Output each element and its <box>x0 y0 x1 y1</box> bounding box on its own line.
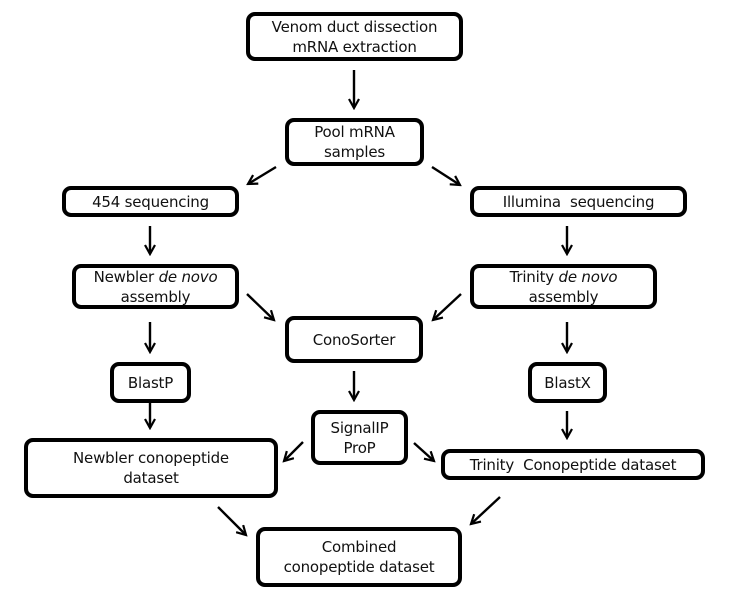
node-label-line1: Trinity de novo <box>510 267 618 287</box>
node-blastp: BlastP <box>110 362 191 403</box>
node-label-line1: Venom duct dissection <box>271 17 438 36</box>
node-pool-mrna-samples: Pool mRNA samples <box>285 118 424 166</box>
arrow-signalip-to-newbler-dataset <box>284 441 304 461</box>
node-label-line1: Illumina sequencing <box>502 192 655 211</box>
arrow-trinity-to-conosorter <box>433 293 462 320</box>
arrow-signalip-to-trinity-dataset <box>413 442 434 461</box>
node-label-line2: conopeptide dataset <box>283 558 435 576</box>
node-trinity-conopeptide-dataset: Trinity Conopeptide dataset <box>441 449 705 480</box>
node-label-line1: Combined <box>321 538 397 556</box>
node-illumina-sequencing: Illumina sequencing <box>470 186 687 217</box>
arrow-newbler-dataset-to-combined <box>217 506 246 535</box>
node-label-line1: ConoSorter <box>312 330 396 349</box>
arrow-newbler-to-conosorter <box>246 293 274 320</box>
node-label-line2: ProP <box>343 438 376 457</box>
node-label-line2: dataset <box>123 469 179 487</box>
node-label-normal: Newbler <box>93 267 159 286</box>
node-label-line2: mRNA extraction <box>292 37 417 56</box>
node-combined-conopeptide-dataset: Combined conopeptide dataset <box>256 527 462 587</box>
arrow-pool-to-454 <box>248 165 277 184</box>
node-label-line1: Pool mRNA <box>314 123 395 141</box>
node-conosorter: ConoSorter <box>285 316 423 363</box>
node-label-line1: SignalIP <box>330 418 389 437</box>
node-label-line1: Newbler conopeptide <box>73 449 229 467</box>
node-label-italic: de novo <box>558 267 618 286</box>
arrow-pool-to-illumina <box>431 165 460 185</box>
node-label-line1: 454 sequencing <box>92 192 209 211</box>
arrow-trinity-dataset-to-combined <box>471 496 501 524</box>
node-label-line2: assembly <box>120 287 191 306</box>
node-label-line1: BlastP <box>127 373 174 392</box>
node-label-line2: samples <box>324 143 385 161</box>
node-label-italic: de novo <box>158 267 218 286</box>
node-label-line2: assembly <box>528 287 599 306</box>
node-newbler-assembly: Newbler de novo assembly <box>72 264 239 309</box>
node-venom-duct-dissection: Venom duct dissection mRNA extraction <box>246 12 463 61</box>
node-blastx: BlastX <box>528 362 607 403</box>
node-label-normal: Trinity <box>509 267 559 286</box>
node-trinity-assembly: Trinity de novo assembly <box>470 264 657 309</box>
node-label-line1: BlastX <box>544 373 591 392</box>
node-label-line1: Newbler de novo <box>94 267 218 287</box>
node-newbler-conopeptide-dataset: Newbler conopeptide dataset <box>24 438 278 498</box>
node-454-sequencing: 454 sequencing <box>62 186 239 217</box>
node-label-line1: Trinity Conopeptide dataset <box>469 455 677 474</box>
node-signalip-prop: SignalIP ProP <box>311 410 408 465</box>
